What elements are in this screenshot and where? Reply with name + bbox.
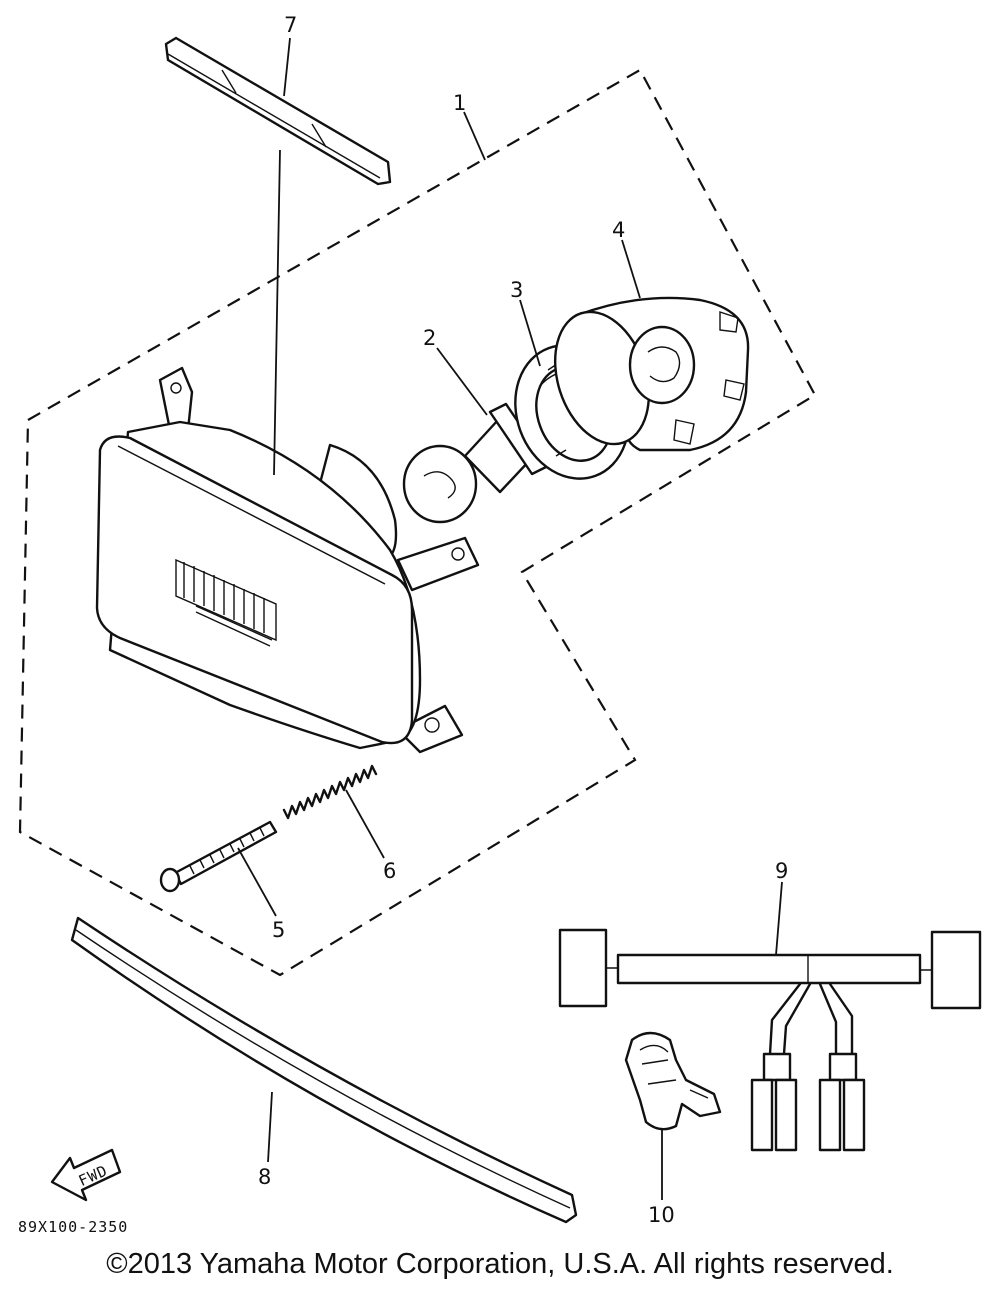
leader-line-7 xyxy=(283,37,291,97)
leader-line-8 xyxy=(267,1091,273,1163)
part-2-bulb xyxy=(402,402,561,524)
forward-arrow-icon: FWD xyxy=(50,1148,122,1202)
assembly-boundary xyxy=(18,68,817,977)
callout-9: 9 xyxy=(775,859,788,883)
diagram-code: 89X100-2350 xyxy=(18,1218,128,1236)
leader-line-2 xyxy=(436,347,488,416)
part-10-clamp xyxy=(624,1031,722,1131)
callout-5: 5 xyxy=(272,918,285,942)
copyright-notice: ©2013 Yamaha Motor Corporation, U.S.A. A… xyxy=(106,1248,894,1280)
callout-3: 3 xyxy=(510,278,523,302)
part-9-wire-harness xyxy=(558,928,982,1152)
part-1-headlight-unit xyxy=(95,366,480,754)
leader-line-1 xyxy=(463,111,486,161)
part-8-bottom-trim xyxy=(70,916,578,1224)
callout-8: 8 xyxy=(258,1165,271,1189)
part-4-rear-cover xyxy=(553,296,750,452)
part-6-spring xyxy=(282,764,378,820)
callout-7: 7 xyxy=(284,13,297,37)
leader-line-9 xyxy=(775,881,783,956)
callout-2: 2 xyxy=(423,326,436,350)
leader-line-7b xyxy=(273,149,281,476)
callout-1: 1 xyxy=(453,91,466,115)
lens-emblem xyxy=(175,558,277,647)
leader-line-5 xyxy=(237,847,277,917)
callout-6: 6 xyxy=(383,859,396,883)
callout-10: 10 xyxy=(648,1203,675,1227)
part-7-top-trim xyxy=(164,36,392,186)
leader-line-6 xyxy=(345,789,385,859)
leader-line-4 xyxy=(621,239,641,299)
leader-line-3 xyxy=(519,299,541,367)
part-5-adjusting-screw xyxy=(159,820,278,893)
callout-4: 4 xyxy=(612,218,625,242)
